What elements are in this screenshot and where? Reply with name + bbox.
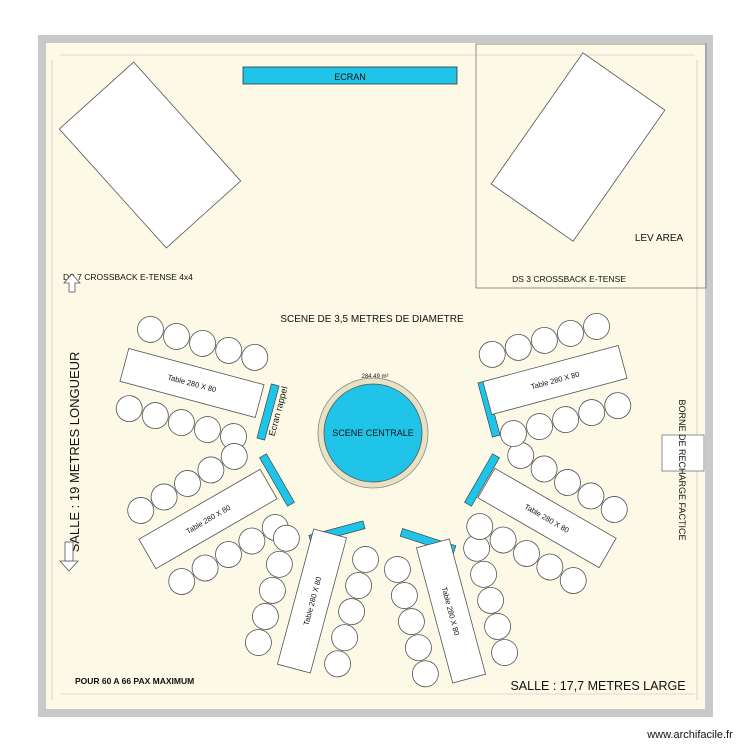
chair (530, 326, 558, 354)
table (119, 347, 265, 419)
lev-area-label: LEV AREA (635, 233, 684, 244)
chair (331, 624, 359, 652)
table-group-2: Table 280 X 80 (127, 443, 289, 595)
chair (477, 586, 505, 614)
chair (577, 482, 605, 510)
chair (174, 470, 201, 497)
chair (489, 526, 517, 554)
chair (168, 568, 196, 595)
ecran-label: ECRAN (334, 72, 366, 82)
chair (500, 420, 527, 447)
chair (578, 399, 606, 427)
chair (411, 660, 439, 688)
chair (583, 313, 610, 340)
chair (391, 582, 418, 609)
chair (352, 546, 379, 573)
chair (345, 572, 372, 599)
ecran-screen (242, 66, 458, 85)
table-group-1: Table 280 X 80 (115, 316, 269, 450)
ds3-label: DS 3 CROSSBACK E-TENSE (512, 274, 626, 284)
chair (470, 560, 498, 588)
chair (559, 567, 587, 594)
chair (115, 395, 143, 423)
chair (258, 576, 286, 604)
chair (215, 336, 243, 364)
table (138, 468, 278, 570)
chair (604, 392, 632, 420)
chair (245, 629, 272, 656)
chair (137, 316, 164, 343)
table (415, 538, 487, 684)
ds7-label: DS 7 CROSSBACK E-TENSE 4x4 (63, 272, 193, 282)
chair (191, 554, 219, 582)
chair (397, 608, 425, 636)
screen-bar-right (464, 453, 500, 507)
chair (491, 639, 518, 666)
chair (530, 455, 558, 483)
scene-title: SCENE DE 3,5 METRES DE DIAMETRE (280, 314, 464, 325)
table-group-6: Table 280 X 80 (478, 313, 632, 447)
chair (504, 333, 532, 361)
borne-recharge (661, 434, 705, 472)
chair (557, 320, 584, 347)
chair (384, 556, 411, 583)
chair (478, 340, 506, 368)
borne-label: BORNE DE RECHARGE FACTICE (677, 399, 687, 540)
table (482, 344, 628, 416)
lev-area-zone (475, 43, 707, 289)
chair (150, 483, 178, 511)
chair (484, 613, 511, 640)
screen-bar-left (259, 453, 295, 507)
chair (220, 443, 248, 470)
salle-longueur-label: SALLE : 19 METRES LONGUEUR (67, 352, 82, 553)
chair (552, 406, 580, 434)
ds7-car (58, 61, 242, 249)
chair (466, 513, 494, 540)
table-group-4: Table 280 X 80 (384, 534, 518, 688)
chair (141, 402, 169, 430)
table (276, 528, 348, 674)
scene-centrale (323, 383, 423, 483)
pax-label: POUR 60 A 66 PAX MAXIMUM (75, 676, 194, 686)
chair (404, 634, 432, 662)
chair (127, 497, 155, 524)
scene-centrale-label: SCENE CENTRALE (332, 428, 414, 438)
chair (167, 409, 195, 437)
chair (215, 541, 242, 568)
chair (197, 456, 225, 484)
chair (338, 598, 366, 626)
ds3-car (490, 52, 666, 242)
ecran-rappel-bar (256, 383, 280, 441)
chair (252, 603, 279, 630)
chair (324, 650, 352, 678)
chair (238, 527, 266, 555)
table-group-3: Table 280 X 80 (245, 524, 379, 678)
chair (163, 323, 190, 350)
salle-large-label: SALLE : 17,7 METRES LARGE (510, 679, 685, 693)
chair (536, 553, 564, 581)
chair (526, 413, 553, 440)
table (477, 467, 617, 569)
watermark: www.archifacile.fr (646, 729, 733, 741)
chair (272, 524, 300, 552)
chair (554, 469, 581, 496)
chair (513, 540, 540, 567)
chair (241, 343, 269, 371)
scene-area: 284.49 m² (361, 374, 388, 380)
chair (600, 496, 628, 523)
chair (265, 550, 293, 578)
chair (507, 442, 535, 469)
arrow-up-icon (63, 273, 81, 293)
arrow-down-icon (59, 541, 79, 572)
chair (194, 416, 221, 443)
chair (189, 329, 217, 357)
